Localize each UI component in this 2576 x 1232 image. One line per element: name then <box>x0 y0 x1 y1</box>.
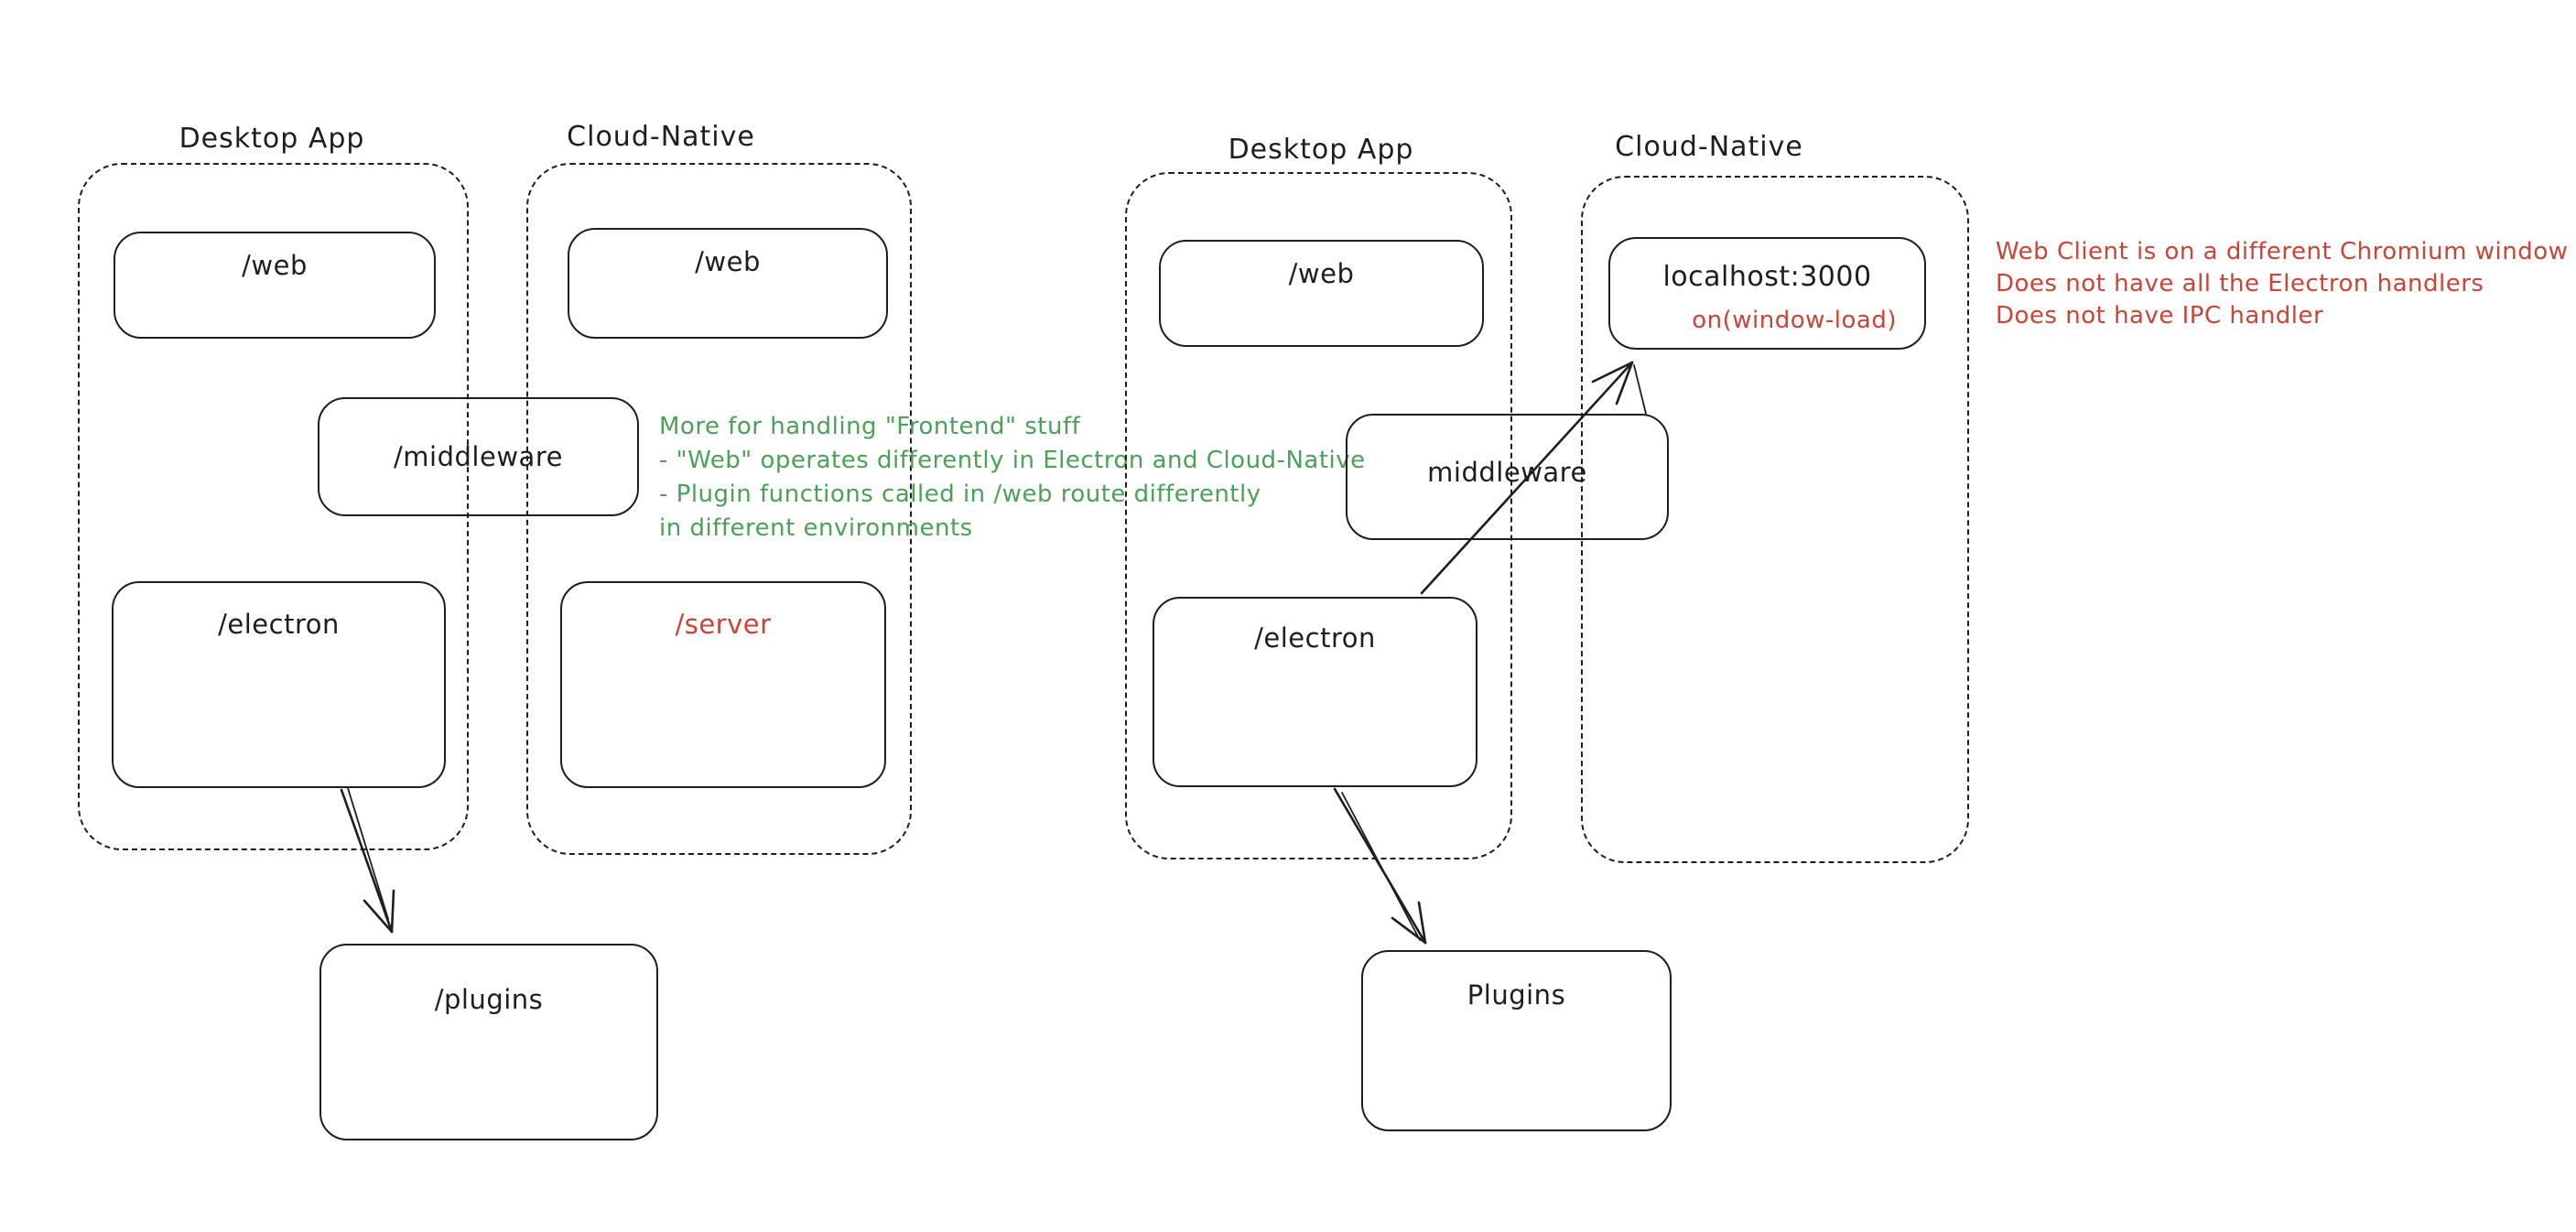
green-annotation-line-3: - Plugin functions called in /web route … <box>659 481 1261 508</box>
left-desktop-app-label: Desktop App <box>179 123 365 155</box>
left-cloud-native-container <box>526 163 912 855</box>
right-middleware-node-label: middleware <box>1427 457 1587 488</box>
right-web-node-label: /web <box>1288 258 1355 289</box>
left-middleware-node-label: /middleware <box>394 441 563 472</box>
red-annotation-line-3: Does not have IPC handler <box>1996 302 2324 330</box>
localhost-label: localhost:3000 <box>1662 261 1872 293</box>
window-load-label: on(window-load) <box>1692 307 1897 334</box>
red-annotation-line-2: Does not have all the Electron handlers <box>1996 270 2484 297</box>
right-plugins-node: Plugins <box>1361 950 1672 1131</box>
right-plugins-node-label: Plugins <box>1467 979 1566 1010</box>
red-annotation-line-1: Web Client is on a different Chromium wi… <box>1996 238 2569 265</box>
left-cloud-native-label: Cloud-Native <box>567 121 755 153</box>
right-middleware-node: middleware <box>1346 414 1669 540</box>
green-annotation-line-4: in different environments <box>659 514 973 542</box>
right-web-node: /web <box>1159 240 1484 347</box>
right-electron-node-label: /electron <box>1254 622 1376 654</box>
left-web-cloud-node: /web <box>568 228 888 339</box>
right-localhost-node: localhost:3000 on(window-load) <box>1608 237 1926 350</box>
left-desktop-app-container <box>78 163 469 850</box>
left-middleware-node: /middleware <box>318 397 639 516</box>
left-web-desktop-node: /web <box>114 232 436 339</box>
left-plugins-node-label: /plugins <box>434 984 544 1015</box>
left-plugins-node: /plugins <box>319 944 658 1140</box>
left-web-desktop-node-label: /web <box>242 250 308 281</box>
left-server-node: /server <box>560 581 886 788</box>
right-cloud-native-label: Cloud-Native <box>1615 131 1803 163</box>
green-annotation: More for handling "Frontend" stuff - "We… <box>659 410 1366 546</box>
left-electron-node: /electron <box>112 581 446 788</box>
left-electron-node-label: /electron <box>218 609 340 640</box>
left-web-cloud-node-label: /web <box>695 246 761 277</box>
green-annotation-line-1: More for handling "Frontend" stuff <box>659 413 1081 440</box>
right-desktop-app-label: Desktop App <box>1228 134 1414 166</box>
right-electron-node: /electron <box>1153 597 1477 787</box>
red-annotation: Web Client is on a different Chromium wi… <box>1996 236 2568 332</box>
left-server-node-label: /server <box>675 609 772 640</box>
green-annotation-line-2: - "Web" operates differently in Electron… <box>659 447 1366 474</box>
